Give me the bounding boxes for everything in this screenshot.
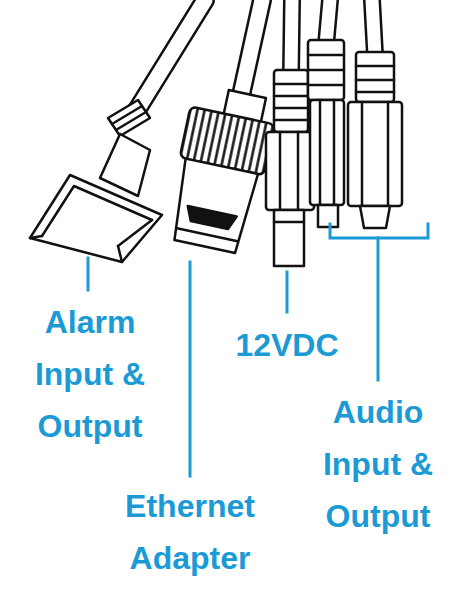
leader-line <box>87 258 90 290</box>
alarm-connector <box>30 100 162 262</box>
bracket <box>330 224 428 238</box>
audio-plug <box>348 52 402 228</box>
port-label: Audio Input & Output <box>298 386 458 542</box>
ethernet-connector <box>163 83 280 255</box>
port-label: 12VDC <box>217 319 357 371</box>
leader-line <box>286 272 289 312</box>
leader-line <box>189 262 192 476</box>
dc-plug <box>266 70 314 266</box>
port-label: Ethernet Adapter <box>100 480 280 584</box>
port-label: Alarm Input & Output <box>10 296 170 452</box>
leader-line <box>377 238 380 380</box>
audio-plug <box>308 40 344 227</box>
